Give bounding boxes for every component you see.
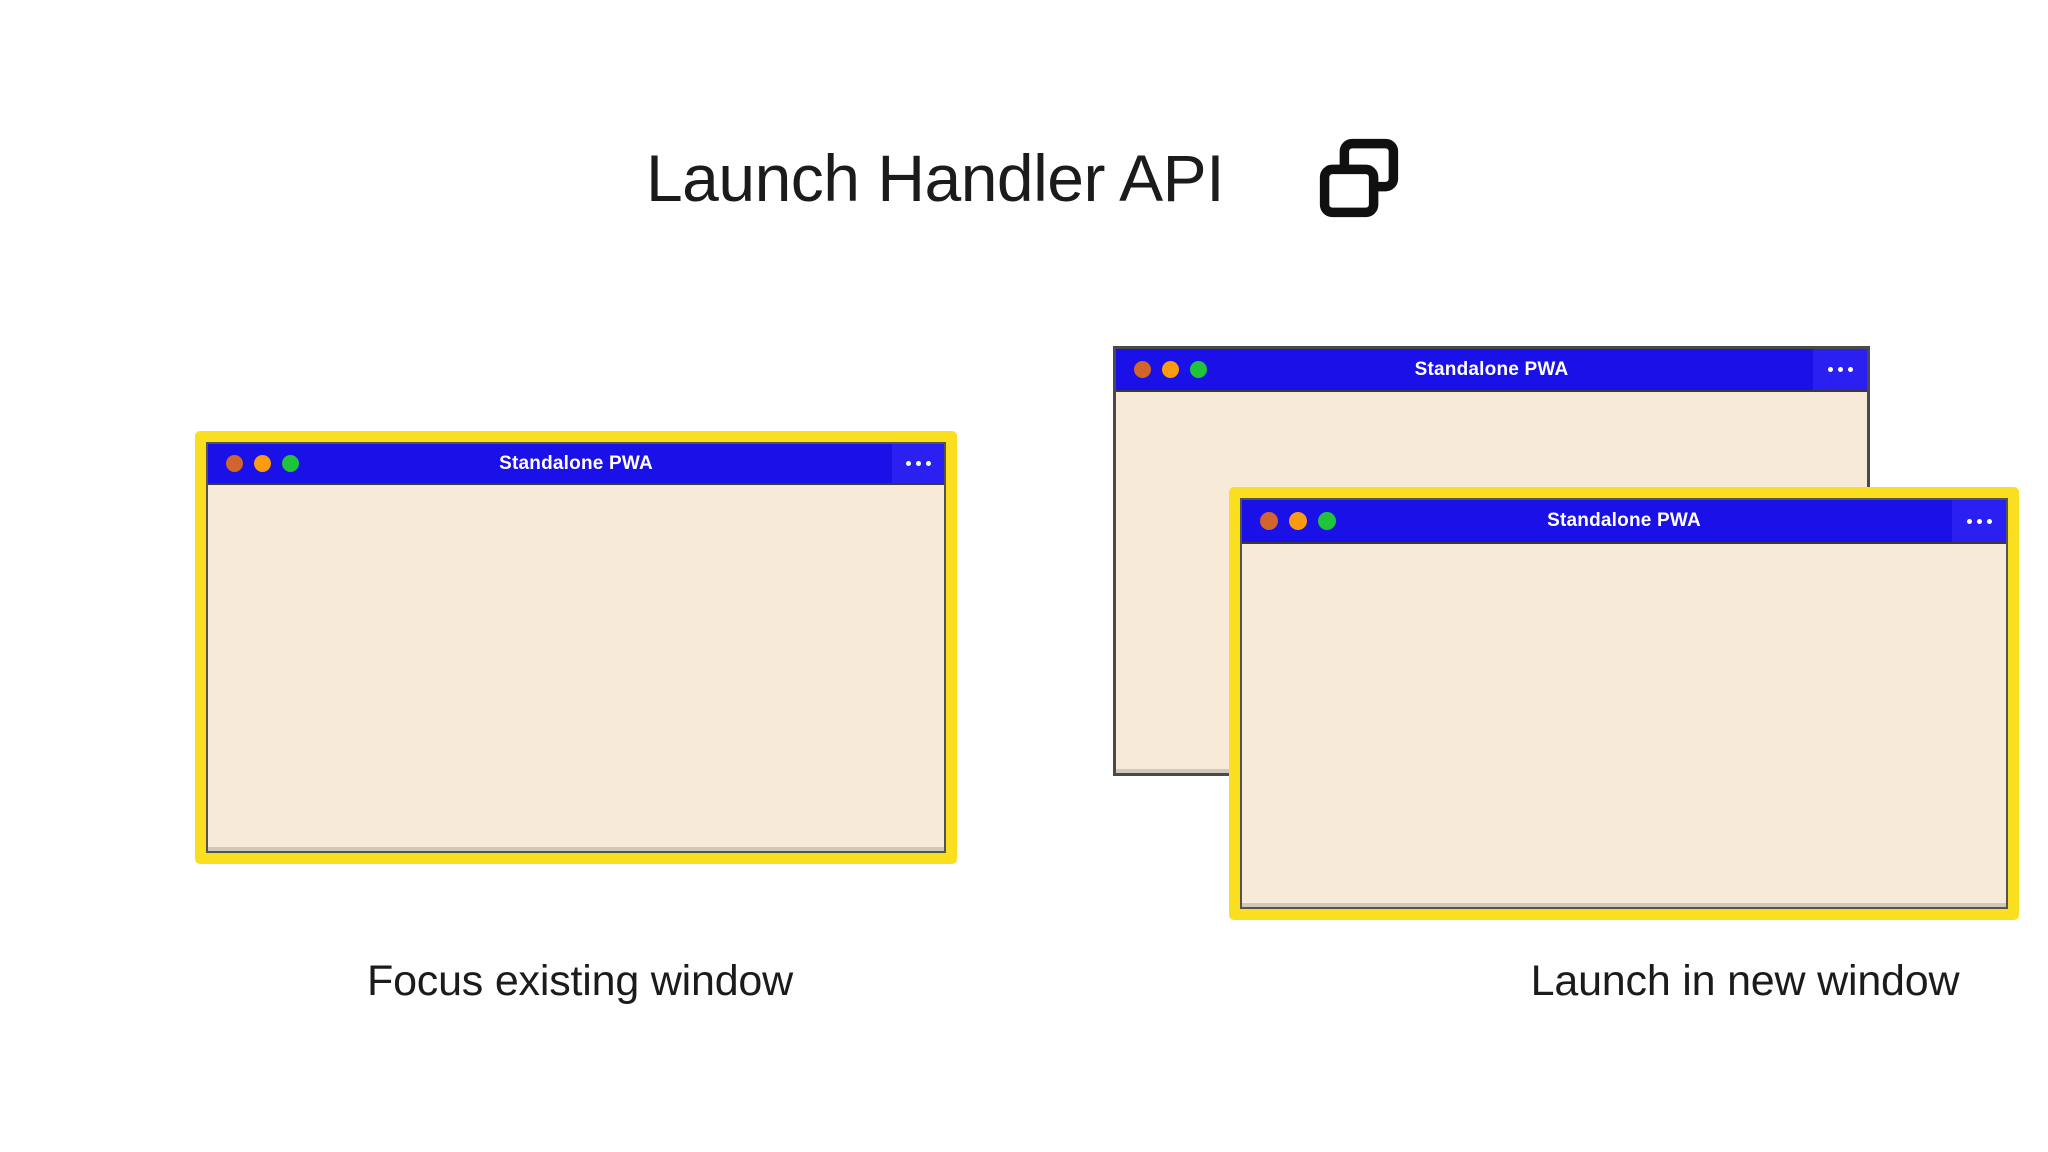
menu-dot bbox=[905, 461, 911, 466]
close-button-icon[interactable] bbox=[1134, 361, 1151, 378]
menu-dot bbox=[1837, 367, 1843, 372]
window-title: Standalone PWA bbox=[499, 452, 653, 474]
overflow-menu-icon[interactable] bbox=[892, 444, 944, 483]
window-titlebar[interactable]: Standalone PWA bbox=[1242, 500, 2006, 544]
page-title: Launch Handler API bbox=[645, 141, 1225, 215]
window-content-area bbox=[208, 485, 944, 851]
pwa-window-new-launch[interactable]: Standalone PWA bbox=[1229, 487, 2019, 920]
page-header: Launch Handler API bbox=[0, 118, 2048, 238]
menu-dot bbox=[925, 461, 931, 466]
menu-dot bbox=[1847, 367, 1853, 372]
menu-dot bbox=[1976, 518, 1982, 524]
caption-focus-existing-window: Focus existing window bbox=[367, 957, 793, 1005]
window-titlebar[interactable]: Standalone PWA bbox=[1116, 349, 1867, 392]
traffic-light-controls[interactable] bbox=[208, 455, 299, 472]
window-frame: Standalone PWA bbox=[206, 442, 946, 853]
close-button-icon[interactable] bbox=[1260, 512, 1278, 530]
window-title: Standalone PWA bbox=[1414, 358, 1569, 380]
pwa-window-focused-existing[interactable]: Standalone PWA bbox=[195, 431, 957, 864]
traffic-light-controls[interactable] bbox=[1116, 361, 1207, 378]
minimize-button-icon[interactable] bbox=[1289, 512, 1307, 530]
traffic-light-controls[interactable] bbox=[1242, 512, 1336, 530]
overflow-menu-icon[interactable] bbox=[1813, 349, 1867, 390]
menu-dot bbox=[1986, 518, 1992, 524]
minimize-button-icon[interactable] bbox=[1162, 361, 1179, 378]
menu-dot bbox=[1966, 518, 1972, 524]
close-button-icon[interactable] bbox=[226, 455, 243, 472]
maximize-button-icon[interactable] bbox=[1190, 361, 1207, 378]
maximize-button-icon[interactable] bbox=[282, 455, 299, 472]
multi-window-icon bbox=[1319, 138, 1399, 218]
window-title: Standalone PWA bbox=[1547, 510, 1701, 531]
window-frame: Standalone PWA bbox=[1240, 498, 2008, 909]
window-content-area bbox=[1242, 544, 2006, 907]
menu-dot bbox=[1827, 367, 1833, 372]
menu-dot bbox=[915, 461, 921, 466]
window-titlebar[interactable]: Standalone PWA bbox=[208, 444, 944, 485]
overflow-menu-icon[interactable] bbox=[1952, 500, 2006, 542]
caption-launch-new-window: Launch in new window bbox=[1530, 957, 1960, 1005]
maximize-button-icon[interactable] bbox=[1318, 512, 1336, 530]
minimize-button-icon[interactable] bbox=[254, 455, 271, 472]
